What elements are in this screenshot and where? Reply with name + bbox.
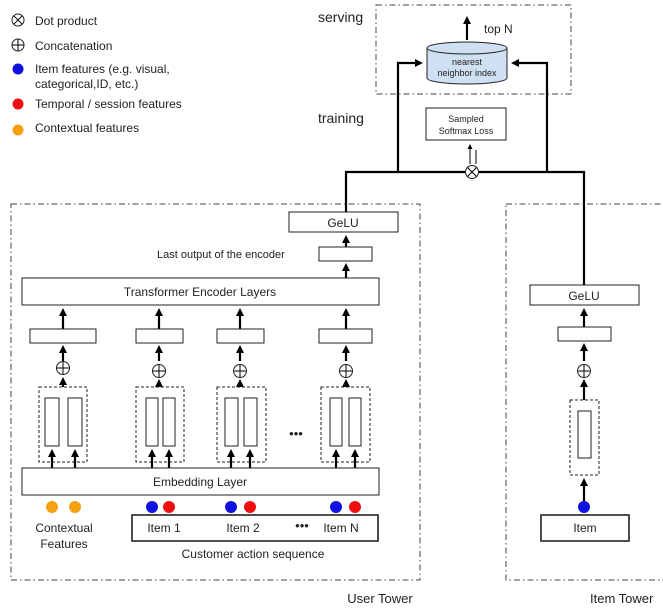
embedding-layer-label: Embedding Layer <box>153 475 247 489</box>
concatenation-operator-icon <box>233 364 247 378</box>
top-n-label: top N <box>484 22 513 36</box>
item-feature-dot <box>578 501 590 513</box>
concatenation-operator-icon <box>339 364 353 378</box>
concatenation-icon <box>11 38 25 52</box>
contextual-feature-dot <box>69 501 81 513</box>
contextual-feature-dot-icon <box>12 124 24 136</box>
serving-label: serving <box>318 9 363 25</box>
item-feature-dot <box>146 501 158 513</box>
contextual-feature-dot <box>46 501 58 513</box>
sampled-softmax-loss-line1: Sampled <box>448 114 484 124</box>
action-sequence-box <box>131 514 379 542</box>
item-label: Item <box>573 521 596 535</box>
sequence-ellipsis: ••• <box>289 426 303 441</box>
input-column-item-n <box>318 308 373 468</box>
item-output-box <box>557 326 612 342</box>
serving-region <box>375 4 572 95</box>
legend-item-features-line1: Item features (e.g. visual, <box>35 62 170 76</box>
item-feature-dot <box>225 501 237 513</box>
item-tower-region <box>505 203 663 581</box>
temporal-feature-dot <box>244 501 256 513</box>
user-tower-region <box>10 203 421 581</box>
legend-item-features-line2: categorical,ID, etc.) <box>35 77 138 91</box>
last-output-label: Last output of the encoder <box>157 249 285 261</box>
legend-temporal-features: Temporal / session features <box>35 97 182 111</box>
contextual-features-label-line1: Contextual <box>35 521 92 535</box>
temporal-feature-dot <box>163 501 175 513</box>
item-box <box>540 514 630 542</box>
input-column-item-1 <box>135 308 185 468</box>
item-1-label: Item 1 <box>147 521 181 535</box>
item-embedding-group <box>569 399 600 476</box>
user-gelu-label: GeLU <box>327 216 358 230</box>
input-column-contextual <box>29 308 97 468</box>
concatenation-operator-icon <box>152 364 166 378</box>
item-gelu-box <box>529 284 640 306</box>
item-feature-dot <box>330 501 342 513</box>
feature-dots <box>46 501 361 513</box>
nearest-neighbor-index-line2: neighbor index <box>437 68 497 78</box>
contextual-features-label-line2: Features <box>40 537 87 551</box>
item-to-index-arrow <box>511 59 549 172</box>
nearest-neighbor-index-line1: nearest <box>452 57 483 67</box>
user-gelu-box <box>288 211 399 233</box>
temporal-feature-dot-icon <box>12 98 24 110</box>
transformer-encoder-label: Transformer Encoder Layers <box>124 285 276 299</box>
last-output-box <box>318 246 373 262</box>
transformer-encoder-box <box>21 277 380 306</box>
input-column-item-2 <box>216 308 267 468</box>
item-2-label: Item 2 <box>226 521 260 535</box>
training-label: training <box>318 110 364 126</box>
legend-dot-product: Dot product <box>35 14 98 28</box>
legend: Dot product Concatenation Item features … <box>11 13 182 136</box>
legend-concatenation: Concatenation <box>35 39 112 53</box>
dot-product-operator-icon <box>465 165 479 179</box>
user-tower-label: User Tower <box>347 591 413 606</box>
item-tower-output-connector <box>479 170 586 285</box>
temporal-feature-dot <box>349 501 361 513</box>
item-gelu-label: GeLU <box>568 289 599 303</box>
sampled-softmax-loss-box <box>425 107 507 141</box>
sequence-ellipsis-bottom: ••• <box>295 518 309 533</box>
customer-action-sequence-label: Customer action sequence <box>182 547 325 561</box>
legend-contextual-features: Contextual features <box>35 121 139 135</box>
item-n-label: Item N <box>323 521 358 535</box>
item-embedding-vector <box>577 410 592 459</box>
dot-product-icon <box>11 13 25 27</box>
embedding-layer-box <box>21 467 380 496</box>
concatenation-operator-icon <box>56 361 70 375</box>
concatenation-operator-icon <box>577 364 591 378</box>
item-feature-dot-icon <box>12 63 24 75</box>
user-tower-output-connector <box>344 170 465 212</box>
sampled-softmax-loss-line2: Softmax Loss <box>439 126 494 136</box>
database-icon <box>426 41 508 85</box>
item-tower-label: Item Tower <box>590 591 654 606</box>
user-to-index-arrow <box>396 59 423 172</box>
